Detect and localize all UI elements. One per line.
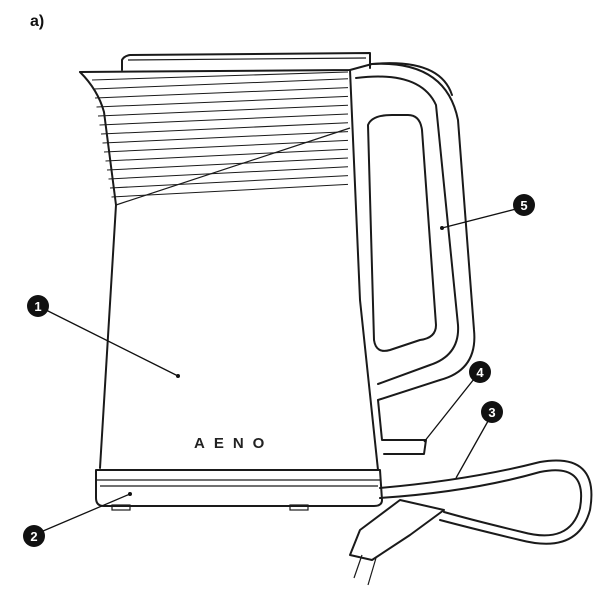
part-number-5: 5	[520, 198, 527, 213]
stripe-line	[99, 113, 349, 126]
stripe-line	[96, 95, 349, 108]
part-number-3: 3	[488, 405, 495, 420]
stripe-line	[91, 71, 349, 81]
stripe-line	[109, 175, 349, 189]
stripe-line	[111, 183, 349, 198]
water-window-stripes	[91, 71, 349, 198]
callout-line-5	[441, 207, 521, 229]
part-marker-5: 5	[513, 194, 535, 216]
stripe-line	[102, 131, 349, 144]
callout-line-2	[35, 493, 131, 535]
part-marker-2: 2	[23, 525, 45, 547]
part-number-1: 1	[34, 299, 41, 314]
stripe-line	[93, 78, 349, 90]
part-number-4: 4	[476, 365, 484, 380]
figure-label: a)	[30, 13, 44, 30]
part-marker-3: 3	[481, 401, 503, 423]
part-number-2: 2	[30, 529, 37, 544]
callout-line-1	[45, 309, 179, 377]
brand-logo: AENO	[194, 435, 273, 452]
stripe-line	[108, 166, 349, 180]
stripe-line	[105, 148, 349, 162]
part-marker-1: 1	[27, 295, 49, 317]
stripe-line	[106, 157, 349, 171]
power-cord	[349, 459, 593, 586]
part-marker-4: 4	[469, 361, 491, 383]
stripe-line	[103, 139, 349, 153]
kettle-illustration: AENO	[79, 52, 476, 511]
stripe-line	[94, 87, 349, 99]
callout-line-3	[455, 413, 493, 479]
callout-line-4	[423, 373, 479, 443]
stripe-line	[100, 122, 349, 135]
stripe-line	[97, 104, 349, 117]
